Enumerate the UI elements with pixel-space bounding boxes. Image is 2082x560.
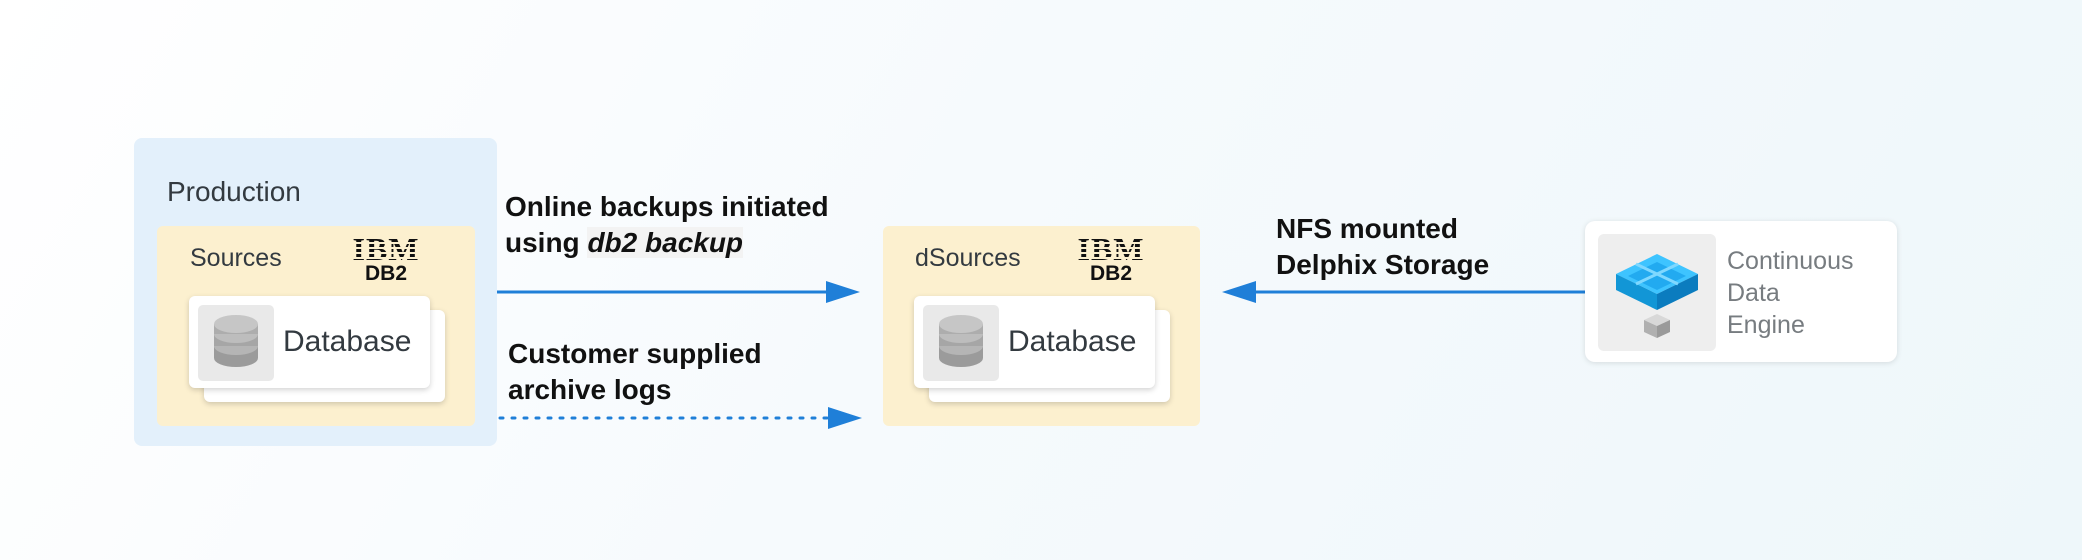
dsources-label: dSources	[915, 244, 1021, 272]
online-backups-prefix: using	[505, 227, 588, 258]
engine-blocks-icon	[1616, 254, 1698, 338]
engine-label-line2: Data	[1727, 279, 1780, 307]
archive-logs-caption: Customer supplied archive logs	[508, 336, 762, 408]
db2-logo-text: DB2	[364, 262, 407, 285]
ibm-db2-logo: IBM DB2	[352, 231, 420, 285]
engine-label-line3: Engine	[1727, 311, 1805, 339]
nfs-storage-line1: NFS mounted	[1276, 213, 1458, 244]
nfs-storage-line2: Delphix Storage	[1276, 249, 1490, 280]
db2-backup-command: db2 backup	[587, 227, 744, 258]
archive-logs-arrow	[498, 407, 862, 429]
ibm-logo-word: IBM	[1077, 231, 1145, 267]
engine-icon-tile	[1598, 234, 1716, 351]
dsources-database-label: Database	[1008, 325, 1137, 358]
online-backups-caption: Online backups initiated using db2 backu…	[505, 189, 829, 261]
production-title: Production	[167, 176, 301, 207]
online-backups-line1: Online backups initiated	[505, 191, 829, 222]
continuous-data-engine-label: Continuous Data Engine	[1727, 245, 1853, 341]
database-icon	[198, 305, 274, 381]
archive-logs-line2: archive logs	[508, 374, 672, 405]
db2-logo-text: DB2	[1089, 262, 1132, 285]
ibm-logo-word: IBM	[352, 231, 420, 267]
online-backups-arrow	[497, 281, 860, 303]
nfs-storage-caption: NFS mounted Delphix Storage	[1276, 211, 1489, 283]
archive-logs-line1: Customer supplied	[508, 338, 762, 369]
ibm-db2-logo: IBM DB2	[1077, 231, 1145, 285]
sources-label: Sources	[190, 244, 282, 272]
engine-label-line1: Continuous	[1727, 247, 1854, 275]
database-icon	[923, 305, 999, 381]
sources-database-label: Database	[283, 325, 412, 358]
online-backups-line2: using db2 backup	[505, 225, 829, 261]
nfs-storage-arrow	[1222, 281, 1585, 303]
